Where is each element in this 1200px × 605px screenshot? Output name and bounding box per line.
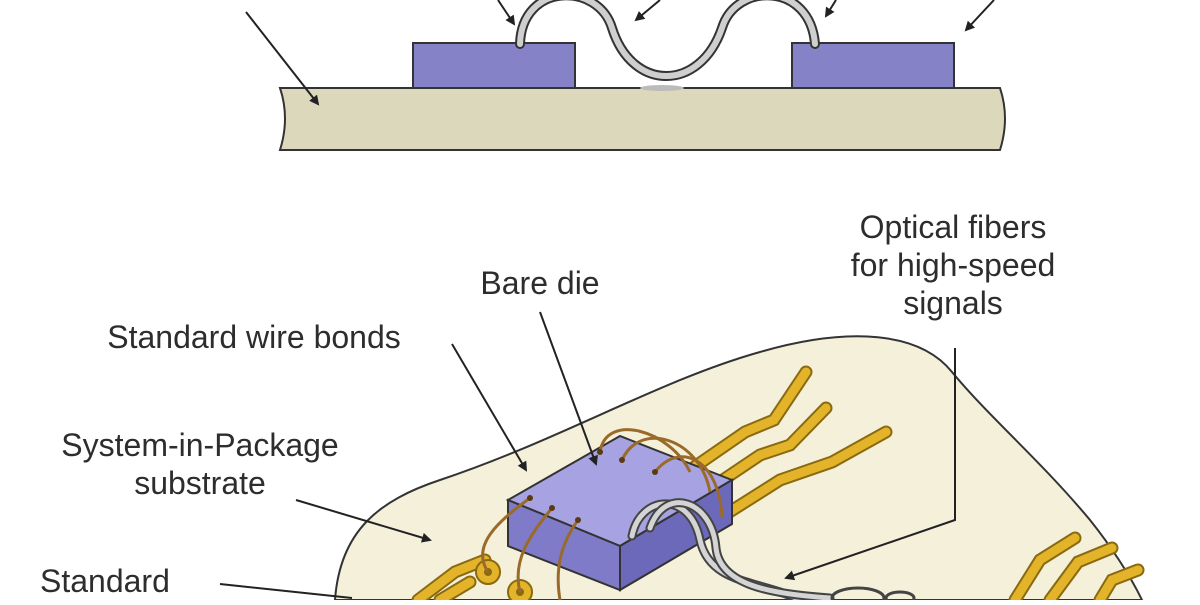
label-bare-die: Bare die [480, 265, 600, 301]
label-sip-substrate-line1: System-in-Package [61, 427, 339, 463]
bottom-arrows [219, 311, 956, 599]
label-standard-wire-bonds: Standard wire bonds [107, 319, 401, 355]
substrate-cross-section [278, 87, 1006, 151]
label-sip-substrate-line2: substrate [134, 465, 266, 501]
cross-section-view [245, 0, 1006, 151]
label-optical-fibers-line1: Optical fibers [859, 209, 1047, 245]
label-standard: Standard [40, 563, 170, 599]
bond-pad [640, 85, 684, 91]
die-right [791, 42, 955, 89]
gold-traces [411, 365, 1145, 605]
wire-bond-dots [527, 449, 658, 523]
wire-bonds [481, 428, 724, 601]
die-left [412, 42, 576, 89]
sip-3d-view [219, 311, 1145, 605]
label-optical-fibers-line2: for high-speed [850, 247, 1056, 283]
label-optical-fibers-line3: signals [903, 285, 1003, 321]
top-arrows [245, 0, 995, 106]
optical-fiber-cross-section [515, 0, 820, 81]
die-side-face [619, 478, 733, 592]
label-optical-fibers: Optical fibers for high-speed signals [808, 208, 1098, 322]
label-sip-substrate: System-in-Package substrate [20, 426, 380, 502]
